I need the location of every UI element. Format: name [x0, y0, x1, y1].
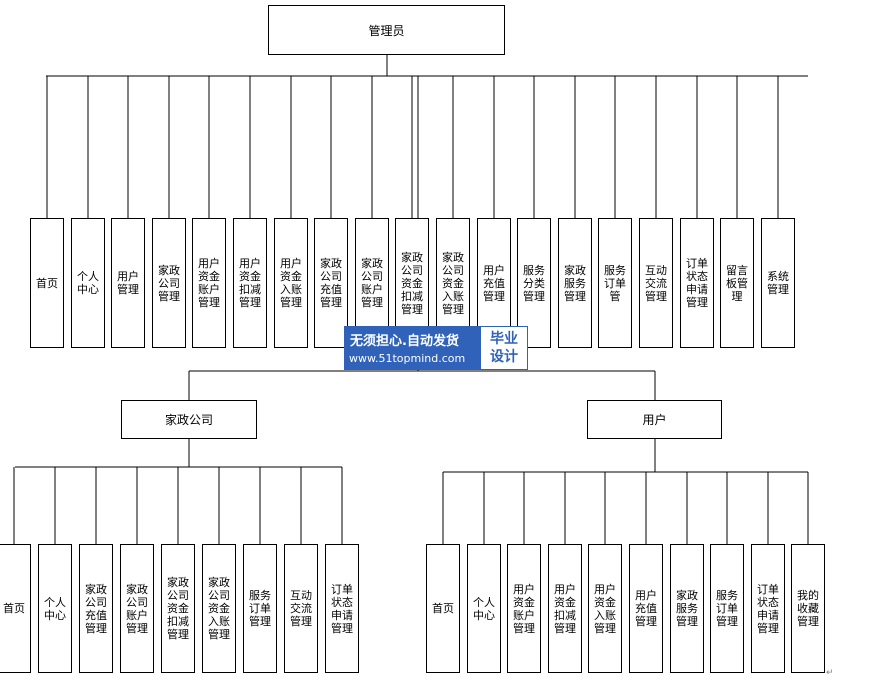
admin-module-box: 家政服务管理 — [558, 218, 592, 348]
company-module-box: 互动交流管理 — [284, 544, 318, 673]
user-module-box: 用户资金账户管理 — [507, 544, 541, 673]
admin-node: 管理员 — [268, 5, 505, 55]
admin-module-label: 用户资金账户管理 — [198, 257, 220, 309]
watermark-url: www.51topmind.com — [349, 352, 466, 365]
user-module-label: 服务订单管理 — [716, 589, 738, 628]
user-module-label: 我的收藏管理 — [797, 589, 819, 628]
company-module-label: 个人中心 — [44, 595, 66, 622]
user-module-box: 首页 — [426, 544, 460, 673]
user-module-box: 用户充值管理 — [629, 544, 663, 673]
company-module-box: 订单状态申请管理 — [325, 544, 359, 673]
watermark: 无须担心.自动发货 www.51topmind.com 毕业 设计 — [344, 326, 528, 370]
admin-module-label: 家政公司资金入账管理 — [442, 250, 464, 316]
user-module-box: 个人中心 — [467, 544, 501, 673]
admin-module-box: 订单状态申请管理 — [680, 218, 714, 348]
admin-module-label: 订单状态申请管理 — [686, 257, 708, 309]
admin-module-label: 首页 — [36, 276, 58, 290]
user-module-box: 订单状态申请管理 — [751, 544, 785, 673]
admin-module-label: 系统管理 — [767, 270, 789, 296]
admin-module-box: 用户资金入账管理 — [274, 218, 308, 348]
user-module-label: 用户充值管理 — [635, 589, 657, 628]
user-node: 用户 — [587, 400, 722, 439]
admin-module-box: 用户资金账户管理 — [192, 218, 226, 348]
watermark-badge-top: 毕业 — [490, 331, 518, 347]
user-module-box: 用户资金扣减管理 — [548, 544, 582, 673]
watermark-slogan: 无须担心.自动发货 — [350, 334, 459, 349]
company-node: 家政公司 — [121, 400, 257, 439]
admin-module-box: 留言板管理 — [720, 218, 754, 348]
admin-module-label: 用户充值管理 — [483, 263, 505, 303]
company-module-box: 家政公司账户管理 — [120, 544, 154, 673]
company-module-label: 互动交流管理 — [290, 589, 312, 628]
watermark-badge: 毕业 设计 — [480, 326, 528, 370]
company-module-label: 家政公司资金入账管理 — [208, 576, 230, 641]
watermark-banner: 无须担心.自动发货 www.51topmind.com — [344, 326, 480, 370]
user-module-label: 家政服务管理 — [676, 589, 698, 628]
company-module-label: 家政公司充值管理 — [85, 582, 107, 635]
company-module-box: 个人中心 — [38, 544, 72, 673]
company-module-label: 家政公司账户管理 — [126, 582, 148, 635]
company-module-box: 服务订单管理 — [243, 544, 277, 673]
admin-module-label: 服务分类管理 — [523, 263, 545, 303]
admin-module-label: 家政公司管理 — [158, 263, 180, 303]
admin-module-box: 用户管理 — [111, 218, 145, 348]
user-module-box: 服务订单管理 — [710, 544, 744, 673]
company-module-box: 家政公司资金扣减管理 — [161, 544, 195, 673]
admin-module-box: 系统管理 — [761, 218, 795, 348]
admin-module-box: 家政公司充值管理 — [314, 218, 348, 348]
admin-module-label: 用户资金扣减管理 — [239, 257, 261, 309]
admin-module-box: 互动交流管理 — [639, 218, 673, 348]
admin-module-box: 用户资金扣减管理 — [233, 218, 267, 348]
admin-module-label: 家政公司充值管理 — [320, 257, 342, 309]
admin-module-label: 服务订单管 — [604, 263, 626, 303]
admin-module-label: 用户管理 — [117, 270, 139, 296]
admin-module-label: 留言板管理 — [726, 263, 748, 303]
user-module-box: 用户资金入账管理 — [588, 544, 622, 673]
user-module-box: 我的收藏管理 — [791, 544, 825, 673]
admin-module-label: 家政公司账户管理 — [361, 257, 383, 309]
watermark-badge-bottom: 设计 — [490, 349, 518, 365]
company-module-label: 服务订单管理 — [249, 589, 271, 628]
user-module-label: 首页 — [432, 602, 454, 615]
company-module-label: 家政公司资金扣减管理 — [167, 576, 189, 641]
admin-module-box: 个人中心 — [71, 218, 105, 348]
company-module-label: 订单状态申请管理 — [331, 582, 353, 635]
admin-module-box: 服务订单管 — [598, 218, 632, 348]
admin-module-label: 互动交流管理 — [645, 263, 667, 303]
admin-module-label: 用户资金入账管理 — [280, 257, 302, 309]
admin-module-label: 家政服务管理 — [564, 263, 586, 303]
user-module-label: 用户资金扣减管理 — [554, 582, 576, 635]
admin-module-label: 家政公司资金扣减管理 — [401, 250, 423, 316]
company-module-box: 家政公司资金入账管理 — [202, 544, 236, 673]
user-module-label: 个人中心 — [473, 595, 495, 622]
admin-module-box: 家政公司管理 — [152, 218, 186, 348]
user-module-label: 用户资金账户管理 — [513, 582, 535, 635]
paragraph-mark: ↵ — [826, 668, 834, 678]
user-module-label: 订单状态申请管理 — [757, 582, 779, 635]
user-module-label: 用户资金入账管理 — [594, 582, 616, 635]
company-module-box: 家政公司充值管理 — [79, 544, 113, 673]
admin-module-label: 个人中心 — [77, 270, 99, 296]
company-module-label: 首页 — [3, 602, 25, 615]
admin-module-box: 首页 — [30, 218, 64, 348]
company-module-box: 首页 — [0, 544, 31, 673]
user-module-box: 家政服务管理 — [670, 544, 704, 673]
